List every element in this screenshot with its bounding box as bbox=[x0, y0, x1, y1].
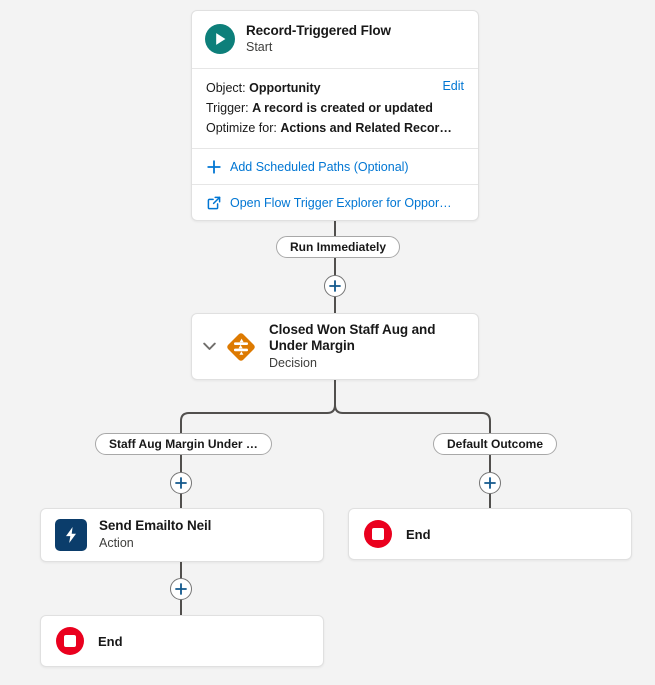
start-node-header[interactable]: Record-Triggered Flow Start bbox=[192, 11, 478, 69]
edit-start-link[interactable]: Edit bbox=[442, 78, 464, 93]
start-detail-optimize: Optimize for: Actions and Related Recor… bbox=[206, 118, 464, 138]
stop-icon bbox=[55, 626, 85, 656]
start-detail-trigger: Trigger: A record is created or updated bbox=[206, 98, 464, 118]
start-detail-object: Object: Opportunity bbox=[206, 78, 464, 98]
start-detail-optimize-label: Optimize for: bbox=[206, 121, 277, 136]
end-node-right[interactable]: End bbox=[348, 508, 632, 560]
plus-icon bbox=[329, 280, 341, 292]
plus-icon bbox=[206, 159, 221, 174]
lightning-bolt-icon bbox=[55, 519, 87, 551]
start-node-details: Object: Opportunity Trigger: A record is… bbox=[192, 69, 478, 150]
plus-icon bbox=[175, 477, 187, 489]
plus-icon bbox=[484, 477, 496, 489]
start-node-title: Record-Triggered Flow bbox=[246, 23, 391, 38]
add-scheduled-paths-button[interactable]: Add Scheduled Paths (Optional) bbox=[192, 149, 478, 186]
end-node-left[interactable]: End bbox=[40, 615, 324, 667]
decision-node[interactable]: Closed Won Staff Aug and Under Margin De… bbox=[191, 313, 479, 380]
stop-icon bbox=[363, 519, 393, 549]
external-link-icon bbox=[206, 195, 221, 210]
add-element-staff-aug-branch-button[interactable] bbox=[170, 472, 192, 494]
start-detail-object-label: Object: bbox=[206, 80, 246, 95]
action-node[interactable]: Send Emailto Neil Action bbox=[40, 508, 324, 562]
branch-label-default-outcome: Default Outcome bbox=[433, 433, 558, 455]
start-detail-object-value: Opportunity bbox=[249, 80, 321, 95]
chevron-down-icon[interactable] bbox=[202, 340, 216, 354]
decision-node-title: Closed Won Staff Aug and Under Margin bbox=[269, 321, 436, 354]
add-scheduled-paths-label: Add Scheduled Paths (Optional) bbox=[230, 159, 409, 174]
action-node-subtitle: Action bbox=[99, 536, 134, 551]
end-node-left-label: End bbox=[98, 633, 123, 649]
start-detail-trigger-label: Trigger: bbox=[206, 100, 249, 115]
start-detail-optimize-value: Actions and Related Recor… bbox=[280, 121, 452, 136]
play-icon bbox=[205, 24, 235, 55]
run-immediately-label: Run Immediately bbox=[276, 236, 401, 258]
open-flow-trigger-explorer-label: Open Flow Trigger Explorer for Oppor… bbox=[230, 195, 452, 210]
action-node-title: Send Emailto Neil bbox=[99, 518, 212, 534]
start-detail-trigger-value: A record is created or updated bbox=[252, 100, 433, 115]
start-node-subtitle: Start bbox=[246, 40, 273, 55]
end-node-right-label: End bbox=[406, 526, 431, 542]
open-flow-trigger-explorer-button[interactable]: Open Flow Trigger Explorer for Oppor… bbox=[192, 185, 478, 220]
add-element-after-action-button[interactable] bbox=[170, 578, 192, 600]
start-node[interactable]: Record-Triggered Flow Start Object: Oppo… bbox=[191, 10, 479, 222]
add-element-after-start-button[interactable] bbox=[324, 275, 346, 297]
decision-diamond-icon bbox=[224, 330, 258, 364]
branch-label-staff-aug-margin: Staff Aug Margin Under … bbox=[95, 433, 272, 455]
add-element-default-branch-button[interactable] bbox=[479, 472, 501, 494]
decision-node-subtitle: Decision bbox=[269, 355, 317, 370]
plus-icon bbox=[175, 583, 187, 595]
